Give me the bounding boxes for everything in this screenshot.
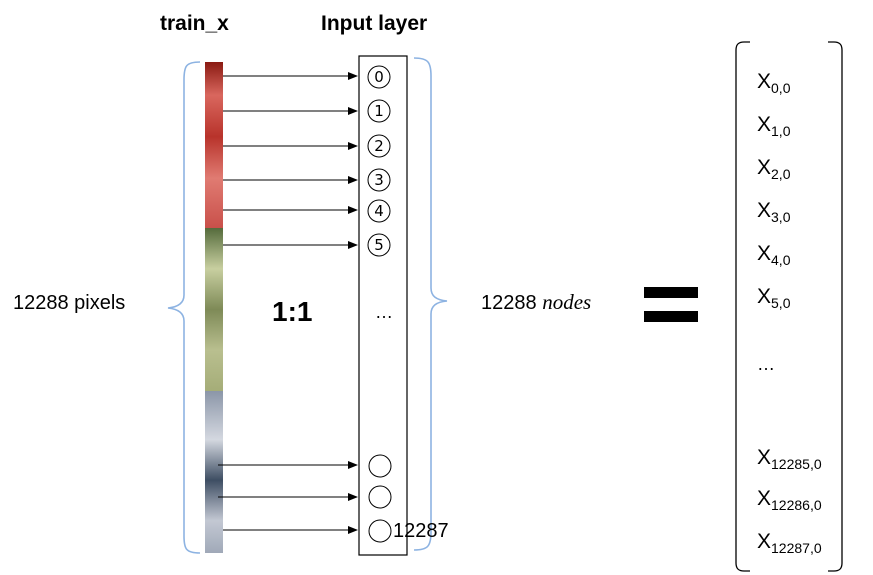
input-layer-box: [358, 55, 408, 556]
node-5-label: 5: [374, 236, 384, 254]
node-12285: [368, 454, 392, 478]
input-layer-ellipsis: …: [375, 302, 393, 322]
pixel-strip: [205, 62, 223, 553]
pixel-strip-red: [205, 62, 223, 228]
node-2-label: 2: [374, 137, 384, 155]
vector-item-0: X0,0: [757, 70, 791, 96]
nodes-label: 12288 nodes: [481, 290, 591, 315]
vector-ellipsis: …: [757, 354, 775, 374]
node-5: 5: [367, 233, 391, 257]
node-4-label: 4: [374, 202, 384, 220]
nodes-count: 12288: [481, 292, 537, 314]
vector-item-12287: X12287,0: [757, 530, 822, 556]
vector-left-bracket: [735, 41, 750, 572]
nodes-word: nodes: [542, 290, 592, 314]
pixel-strip-green: [205, 228, 223, 391]
node-1-label: 1: [374, 102, 384, 120]
input-layer-brace: [413, 57, 448, 551]
ratio-label: 1:1: [272, 296, 313, 327]
node-3: 3: [367, 168, 391, 192]
vector-item-2: X2,0: [757, 156, 791, 182]
vector-item-12285: X12285,0: [757, 446, 822, 472]
arrows: [218, 72, 358, 534]
node-1: 1: [367, 99, 391, 123]
vector-item-1: X1,0: [757, 113, 791, 139]
node-12287: [368, 519, 392, 543]
equals-sign: [644, 287, 698, 322]
pixel-strip-blue: [205, 391, 223, 553]
node-0-label: 0: [374, 68, 384, 86]
left-brace: [167, 61, 201, 554]
input-layer-header: Input layer: [321, 12, 428, 35]
vector-item-3: X3,0: [757, 199, 791, 225]
node-12286: [368, 485, 392, 509]
vector-item-5: X5,0: [757, 285, 791, 311]
node-4: 4: [367, 199, 391, 223]
last-node-index-label: 12287: [393, 520, 449, 542]
node-2: 2: [367, 134, 391, 158]
vector-right-bracket: [828, 41, 843, 572]
node-0: 0: [367, 65, 391, 89]
node-3-label: 3: [374, 171, 384, 189]
vector-item-4: X4,0: [757, 242, 791, 268]
vector-item-12286: X12286,0: [757, 487, 822, 513]
input-nodes: 0 1 2 3 4 5: [367, 65, 392, 543]
pixels-label: 12288 pixels: [13, 292, 126, 314]
train-x-header: train_x: [160, 12, 229, 35]
